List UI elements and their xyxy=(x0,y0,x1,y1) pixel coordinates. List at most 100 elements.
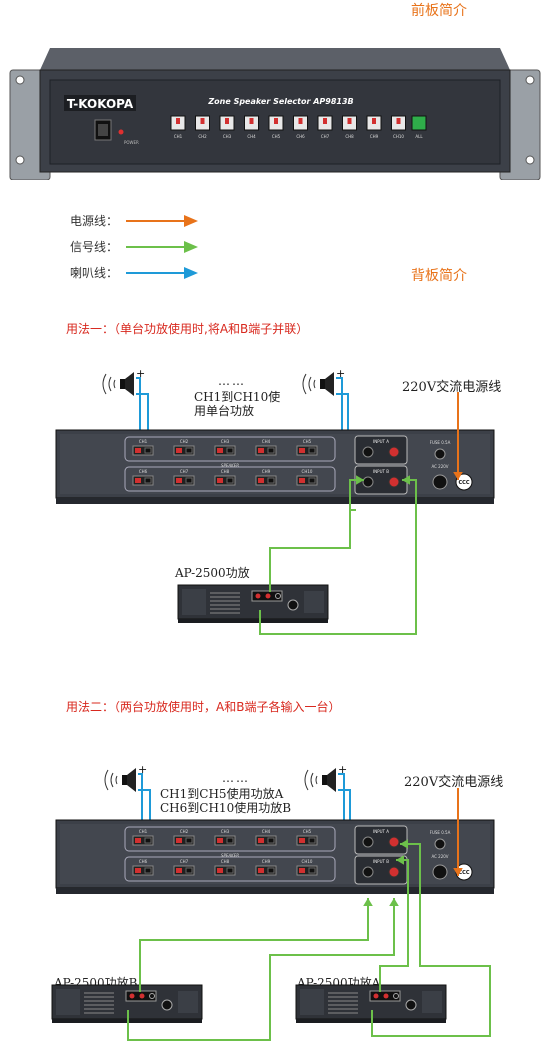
speaker-terminal xyxy=(296,865,318,876)
legend-label: 电源线： xyxy=(70,214,119,228)
svg-text:CCC: CCC xyxy=(458,870,469,876)
terminal-label: CH3 xyxy=(221,439,230,444)
channel-label: CH9 xyxy=(370,134,379,139)
speaker-icon: +− xyxy=(302,370,345,401)
fuse-label: FUSE 0.5A xyxy=(430,440,451,445)
legend-item: 喇叭线： xyxy=(70,264,210,290)
legend-item: 信号线： xyxy=(70,238,210,264)
terminal-label: CH6 xyxy=(139,469,148,474)
terminal-label: CH2 xyxy=(180,439,189,444)
cable-arrow xyxy=(396,855,404,865)
ac-label: AC 220V xyxy=(431,464,448,469)
usage1-caption-1: CH1到CH10使 xyxy=(194,390,281,404)
terminal-label: CH1 xyxy=(139,829,148,834)
input-b-label: INPUT B xyxy=(373,859,389,864)
ac-label: AC 220V xyxy=(431,854,448,859)
input-a-label: INPUT A xyxy=(373,439,389,444)
cable-arrow xyxy=(356,475,364,485)
ccc-mark xyxy=(455,473,473,491)
power-led xyxy=(118,129,124,135)
legend-item: 电源线： xyxy=(70,212,210,238)
cable-arrow xyxy=(389,898,399,906)
all-button[interactable] xyxy=(411,115,427,131)
input-terminal xyxy=(388,446,400,458)
cable-line xyxy=(127,898,395,1041)
input-terminal xyxy=(388,476,400,488)
power-label: POWER xyxy=(124,140,139,145)
cable-arrow xyxy=(402,475,410,485)
speaker-terminal xyxy=(132,835,154,846)
speaker-terminal xyxy=(132,445,154,456)
usage1-caption-2: 用单台功放 xyxy=(194,404,255,418)
speaker-icon: +− xyxy=(104,763,147,797)
speaker-icon: +− xyxy=(304,763,347,797)
cable-arrow xyxy=(363,898,373,906)
ac-socket xyxy=(432,864,448,880)
usage2-dots: …… xyxy=(222,771,250,785)
back-panel-title: 背板简介 xyxy=(411,268,467,284)
brand-plate xyxy=(64,95,136,111)
input-terminal xyxy=(388,836,400,848)
channel-label: CH3 xyxy=(223,134,232,139)
channel-label: CH5 xyxy=(272,134,281,139)
speaker-terminal xyxy=(173,445,195,456)
usage1-amp-label: AP-2500功放 xyxy=(175,566,250,580)
speaker-label: SPEAKER xyxy=(221,853,239,858)
usage2-caption-2: CH6到CH10使用功放B xyxy=(160,801,292,815)
terminal-label: CH6 xyxy=(139,859,148,864)
terminal-label: CH4 xyxy=(262,439,271,444)
cable-line xyxy=(259,479,417,635)
terminal-label: CH2 xyxy=(180,829,189,834)
fuse-holder xyxy=(434,448,446,460)
fuse-label: FUSE 0.5A xyxy=(430,830,451,835)
speaker-terminal xyxy=(173,835,195,846)
speaker-terminal xyxy=(173,475,195,486)
terminal-label: CH7 xyxy=(180,859,189,864)
channel-label: CH1 xyxy=(174,134,183,139)
usage2-title: 用法二：（两台功放使用时，A和B端子各输入一台） xyxy=(66,700,341,714)
cable-line xyxy=(136,377,141,450)
terminal-label: CH9 xyxy=(262,469,271,474)
cable-line xyxy=(371,843,491,1037)
channel-label: CH6 xyxy=(296,134,305,139)
usage1-power-cable: 220V交流电源线 xyxy=(402,380,502,395)
input-a-label: INPUT A xyxy=(373,829,389,834)
svg-text:+: + xyxy=(338,763,347,776)
terminal-label: CH3 xyxy=(221,829,230,834)
cable-line xyxy=(139,898,369,992)
terminal-label: CH10 xyxy=(302,859,313,864)
speaker-terminal xyxy=(255,475,277,486)
speaker-terminal xyxy=(255,445,277,456)
speaker-terminal xyxy=(214,835,236,846)
ac-socket xyxy=(432,474,448,490)
svg-text:CCC: CCC xyxy=(458,480,469,486)
channel-label: CH4 xyxy=(247,134,256,139)
speaker-terminal xyxy=(255,835,277,846)
model-label: Zone Speaker Selector AP9813B xyxy=(207,97,353,106)
legend-arrow xyxy=(126,215,198,227)
input-terminal xyxy=(388,866,400,878)
terminal-label: CH1 xyxy=(139,439,148,444)
chassis-top xyxy=(40,48,510,70)
svg-text:+: + xyxy=(336,370,345,380)
cable-arrow xyxy=(453,472,463,480)
terminal-label: CH5 xyxy=(303,439,312,444)
terminal-label: CH5 xyxy=(303,829,312,834)
terminal-label: CH8 xyxy=(221,859,230,864)
speaker-terminal xyxy=(214,445,236,456)
brand-logo: T-KOKOPA xyxy=(67,97,134,111)
speaker-terminal xyxy=(296,445,318,456)
speaker-terminal xyxy=(132,475,154,486)
cable-line xyxy=(269,479,364,592)
channel-label: CH7 xyxy=(321,134,330,139)
input-b-label: INPUT B xyxy=(373,469,389,474)
all-label: ALL xyxy=(415,134,423,139)
speaker-label: SPEAKER xyxy=(221,463,239,468)
speaker-icon: +− xyxy=(102,370,145,401)
fuse-holder xyxy=(434,838,446,850)
